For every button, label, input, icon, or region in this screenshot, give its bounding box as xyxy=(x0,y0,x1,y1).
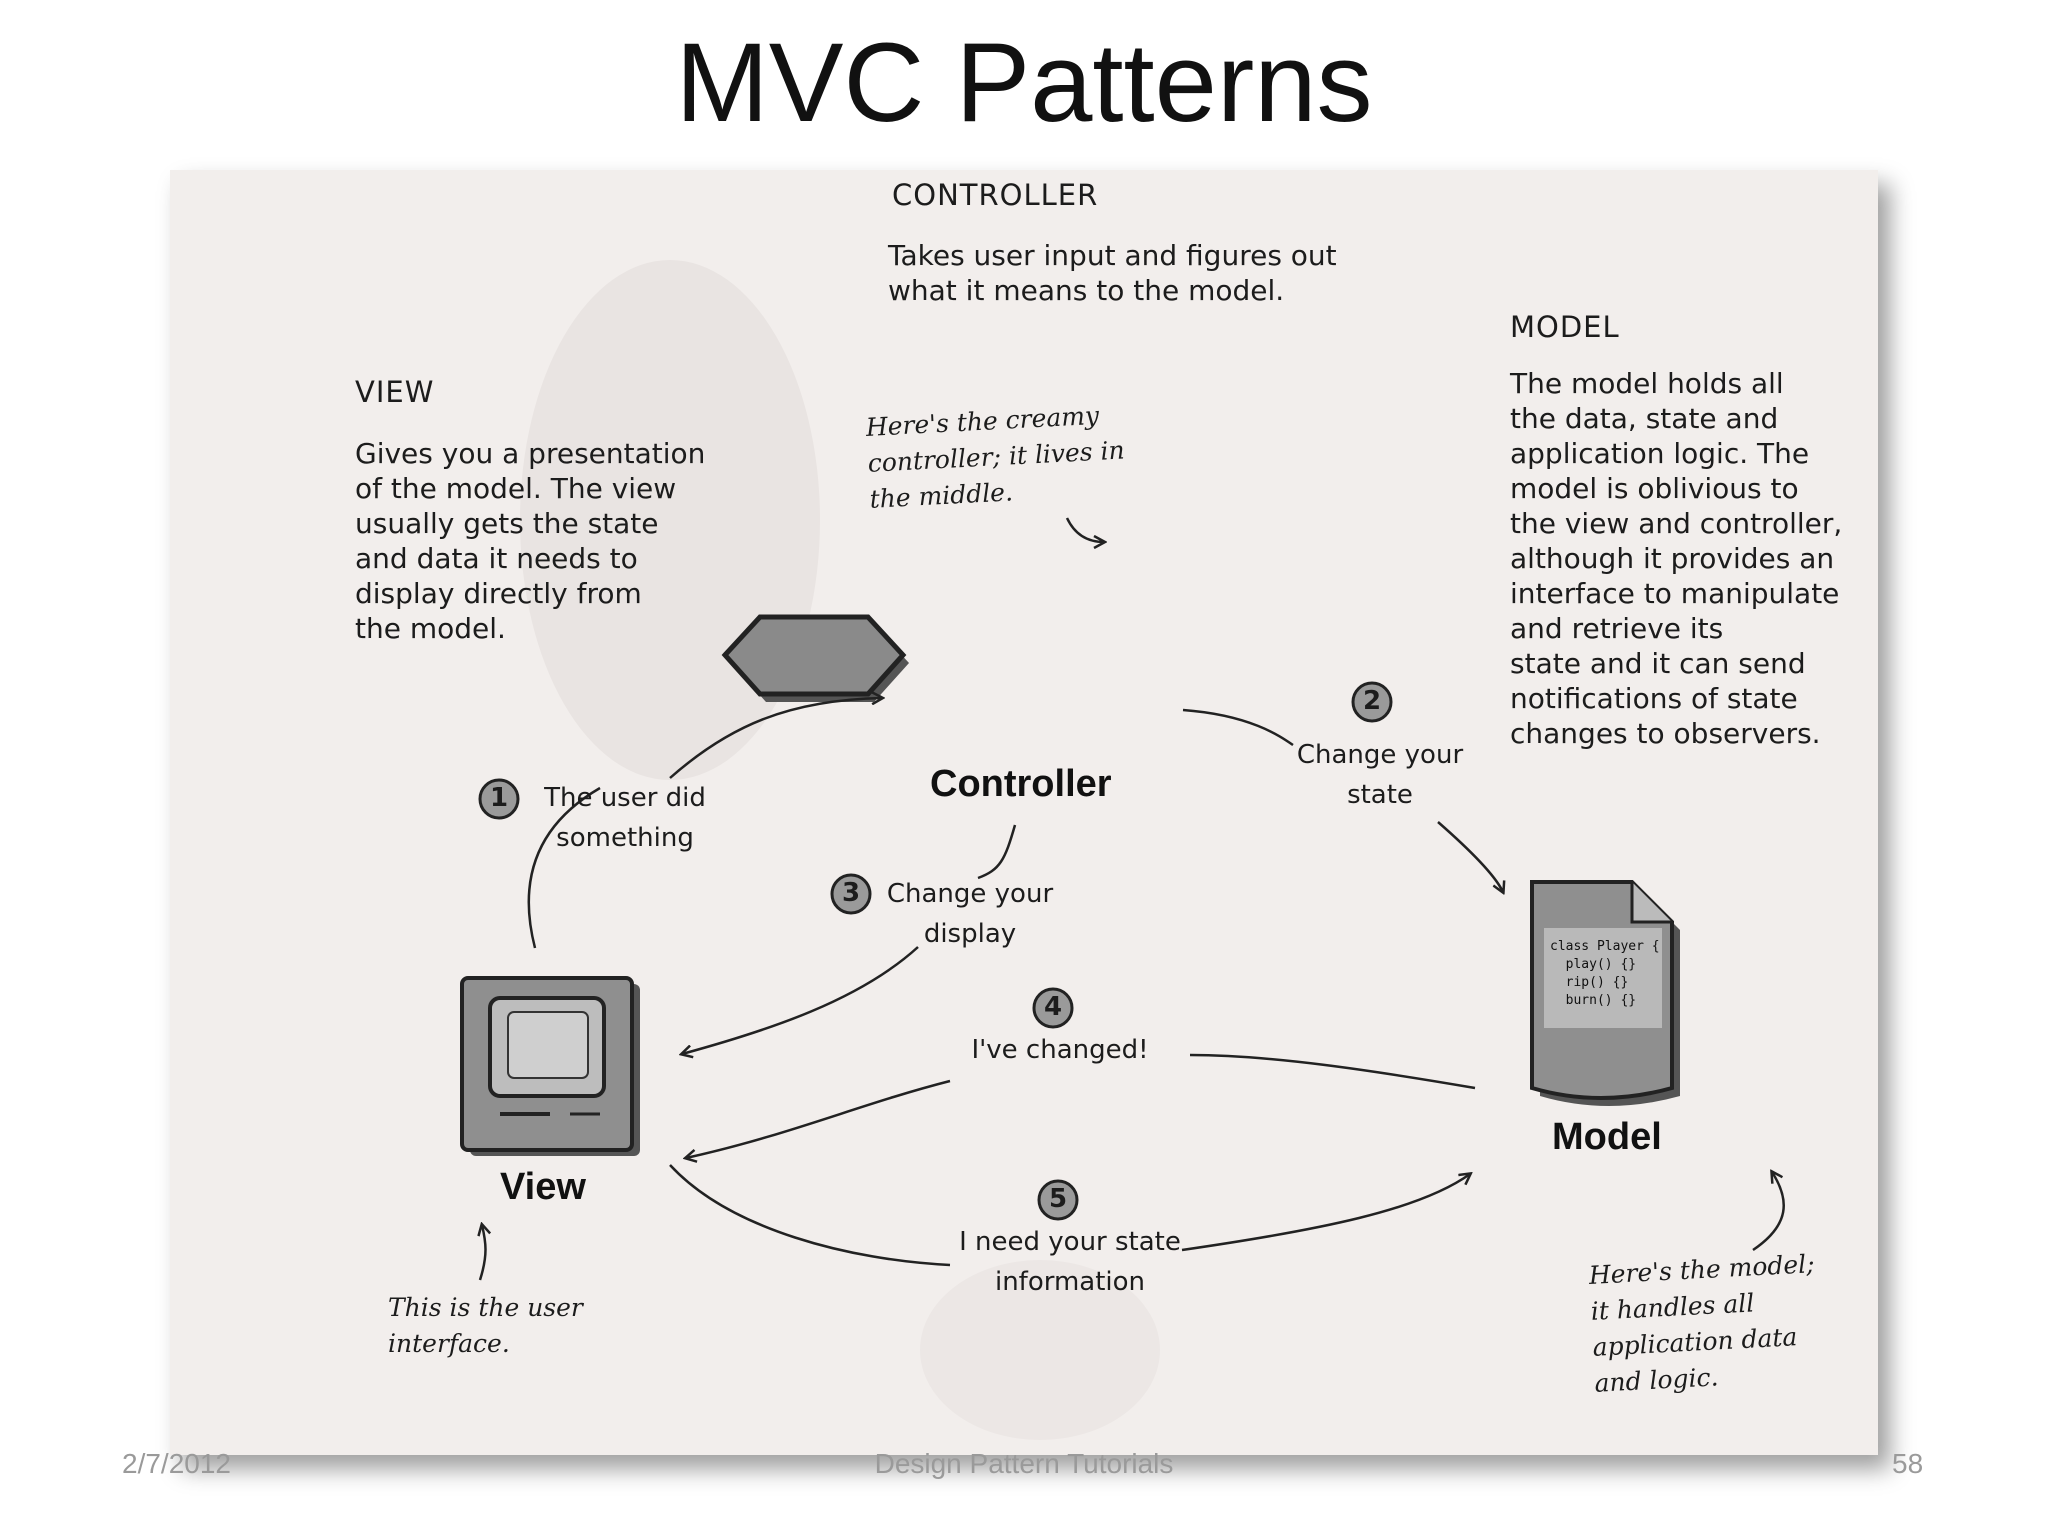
step-4-number: 4 xyxy=(1043,992,1063,1022)
controller-note-pointer xyxy=(1067,518,1104,542)
mvc-figure: 1 2 3 4 5 CONTROLLER Takes user input an… xyxy=(170,170,1878,1455)
step-3-number: 3 xyxy=(841,878,861,908)
footer-title: Design Pattern Tutorials xyxy=(0,1448,2048,1480)
arrow-2-top xyxy=(1183,710,1293,745)
step-5-text: I need your state information xyxy=(940,1222,1200,1302)
step-1-text: The user did something xyxy=(520,778,730,858)
step-3-text: Change your display xyxy=(870,874,1070,954)
arrow-2-to-model xyxy=(1438,822,1503,892)
step-2-number: 2 xyxy=(1362,686,1382,716)
step-2-text: Change your state xyxy=(1290,735,1470,815)
arrow-4-right xyxy=(1190,1055,1475,1088)
model-note: Here's the model; it handles all applica… xyxy=(1588,1244,1855,1401)
controller-note: Here's the creamy controller; it lives i… xyxy=(865,393,1200,518)
step-5-number: 5 xyxy=(1048,1184,1068,1214)
slide-title: MVC Patterns xyxy=(0,18,2048,148)
model-code-snippet: class Player { play() {} rip() {} burn()… xyxy=(1550,938,1660,1010)
step-1-number: 1 xyxy=(489,783,509,813)
model-description: The model holds all the data, state and … xyxy=(1510,366,1860,751)
model-heading: MODEL xyxy=(1510,310,1620,344)
arrow-3-stem xyxy=(978,825,1015,878)
controller-label: Controller xyxy=(930,763,1112,806)
view-note: This is the user interface. xyxy=(388,1290,628,1362)
arrow-4-to-view xyxy=(686,1081,950,1158)
controller-heading: CONTROLLER xyxy=(892,178,1098,212)
controller-hexagon-icon xyxy=(725,617,909,702)
arrow-3-to-view xyxy=(682,947,918,1054)
arrow-5-to-model xyxy=(1182,1174,1470,1250)
view-label: View xyxy=(500,1166,586,1209)
view-computer-icon xyxy=(462,978,640,1156)
model-label: Model xyxy=(1552,1116,1662,1159)
arrow-5-left xyxy=(670,1165,950,1265)
step-4-text: I've changed! xyxy=(940,1030,1180,1070)
view-note-pointer xyxy=(480,1225,486,1280)
view-description: Gives you a presentation of the model. T… xyxy=(355,436,735,646)
view-heading: VIEW xyxy=(355,375,434,409)
model-note-pointer xyxy=(1753,1172,1784,1250)
controller-description: Takes user input and figures out what it… xyxy=(888,238,1408,308)
footer-page-number: 58 xyxy=(1892,1448,1923,1480)
